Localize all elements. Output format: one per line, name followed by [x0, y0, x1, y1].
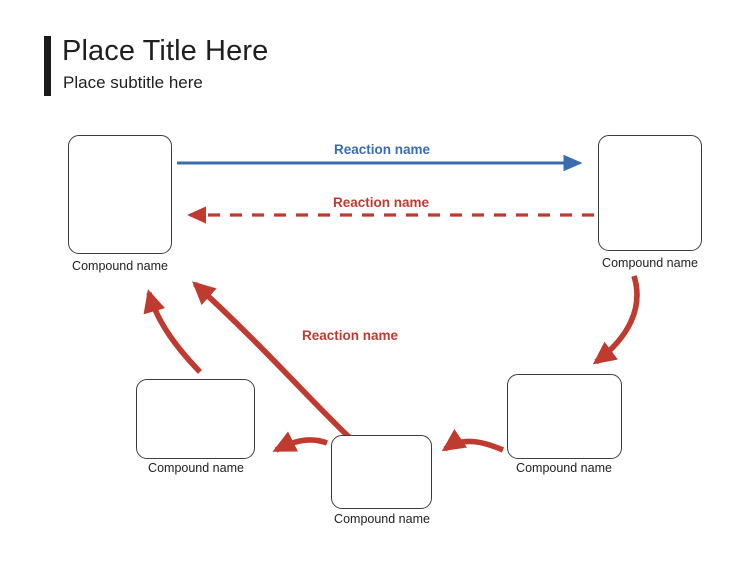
- compound-label-c: Compound name: [516, 461, 612, 475]
- compound-node-d[interactable]: [331, 435, 432, 509]
- compound-node-b[interactable]: [598, 135, 702, 251]
- compound-label-a: Compound name: [72, 259, 168, 273]
- reaction-label-b-to-a: Reaction name: [333, 195, 430, 210]
- compound-node-c[interactable]: [507, 374, 622, 459]
- header: Place Title Here Place subtitle here: [44, 33, 644, 103]
- title-accent-bar: [44, 36, 51, 96]
- arrow-compound-d-to-e: [272, 431, 328, 453]
- reaction-label-a-to-b: Reaction name: [334, 142, 431, 157]
- compound-label-d: Compound name: [334, 512, 430, 526]
- compound-node-e[interactable]: [136, 379, 255, 459]
- compound-label-e: Compound name: [148, 461, 244, 475]
- arrow-compound-c-to-d: [441, 429, 505, 453]
- compound-label-b: Compound name: [602, 256, 698, 270]
- arrow-compound-b-to-c: [592, 275, 640, 365]
- compound-node-a[interactable]: [68, 135, 172, 254]
- page-title: Place Title Here: [62, 35, 269, 67]
- reaction-label-d-to-a: Reaction name: [302, 328, 399, 343]
- page-subtitle: Place subtitle here: [63, 73, 203, 92]
- arrow-compound-e-to-a: [143, 289, 203, 374]
